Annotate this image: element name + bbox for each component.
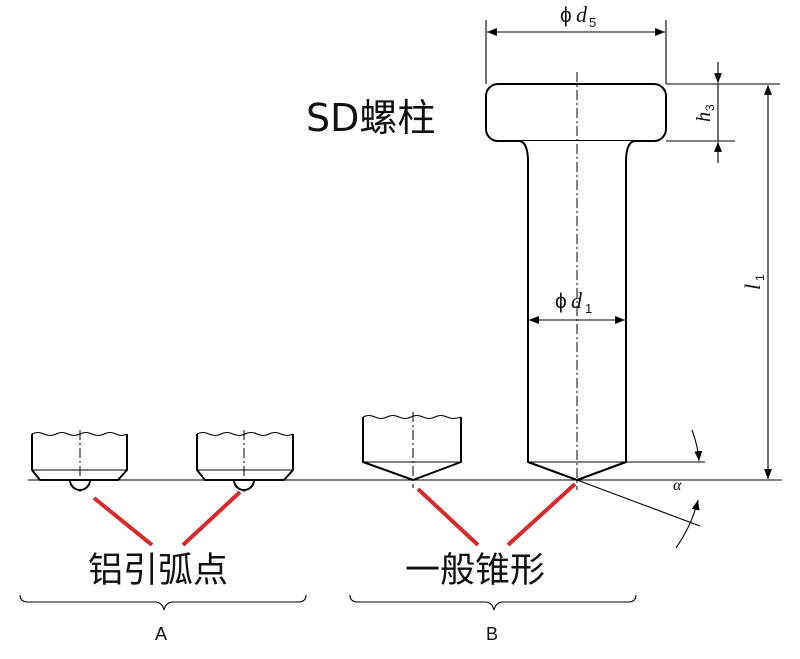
- dim-d5: ϕ d 5: [485, 2, 667, 84]
- dim-l1: l 1: [705, 85, 782, 481]
- d1-var: d: [571, 288, 583, 313]
- dim-d1: ϕ d 1: [529, 288, 625, 324]
- pointer-lines: [92, 482, 577, 547]
- alpha-symbol: α: [673, 477, 682, 494]
- dim-alpha: α: [576, 429, 705, 549]
- brace-b: [349, 594, 637, 611]
- stud-b1: [362, 412, 462, 488]
- brace-label-a: A: [155, 624, 167, 644]
- l1-var: l: [740, 284, 765, 290]
- d1-sub: 1: [585, 301, 592, 316]
- h3-sub: 3: [703, 104, 717, 111]
- label-aluminium-arc-point: 铝引弧点: [88, 551, 228, 591]
- h3-var: h: [693, 112, 715, 122]
- brace-a: [19, 594, 307, 611]
- l1-sub: 1: [753, 274, 767, 281]
- dim-h3: h 3: [666, 62, 780, 163]
- arc-point-a2: [233, 479, 255, 491]
- d1-phi: ϕ: [555, 290, 567, 313]
- d5-sub: 5: [589, 15, 596, 30]
- stud-a1: [31, 430, 128, 492]
- brace-label-b: B: [486, 624, 498, 644]
- arc-point-a1: [69, 479, 91, 491]
- label-general-cone: 一般锥形: [405, 551, 545, 591]
- stud-a2: [196, 430, 294, 492]
- d5-var: d: [576, 2, 588, 27]
- title-sd-stud: SD螺柱: [306, 96, 435, 140]
- stud-head: [485, 83, 667, 142]
- d5-phi: ϕ: [560, 4, 572, 27]
- sd-stud: [485, 72, 667, 490]
